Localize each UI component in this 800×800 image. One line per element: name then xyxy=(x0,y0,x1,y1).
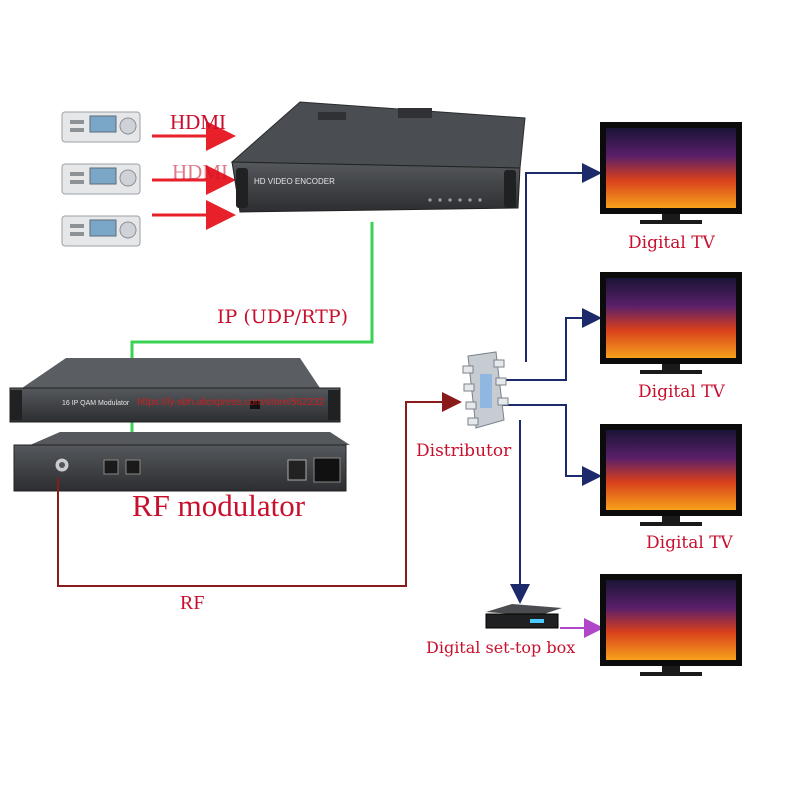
encoder-faceplate-label: HD VIDEO ENCODER xyxy=(254,177,335,186)
set-top-box-icon xyxy=(485,604,562,629)
encoder-to-tv-line xyxy=(525,163,602,190)
rf-modulator-label: RF modulator xyxy=(132,488,306,523)
tv-3 xyxy=(600,424,742,526)
modulator-faceplate-label: 16 IP QAM Modulator xyxy=(62,400,130,407)
tv-4 xyxy=(600,574,742,676)
watermark: https://ly-sbh.aliexpress.com/store/5622… xyxy=(137,397,325,408)
modulator-rear-unit xyxy=(13,432,350,492)
source-receiver-3 xyxy=(61,215,141,247)
tv-3-label: Digital TV xyxy=(646,533,733,553)
ip-link-label: IP (UDP/RTP) xyxy=(217,306,349,328)
hdmi-label-1: HDMI xyxy=(170,110,226,134)
modulator-top-unit xyxy=(9,358,341,423)
rf-splitter-icon xyxy=(462,351,509,429)
source-receiver-2 xyxy=(61,163,141,195)
ip-link-line xyxy=(117,222,374,477)
distributor-label: Distributor xyxy=(416,441,512,461)
hd-video-encoder xyxy=(230,101,526,213)
source-receiver-1 xyxy=(61,111,141,143)
hdmi-label-2: HDMI xyxy=(172,160,228,184)
tv-1-label: Digital TV xyxy=(628,233,715,253)
set-top-box-label: Digital set-top box xyxy=(426,638,576,657)
tv-1 xyxy=(600,122,742,224)
dist-to-tv3-line xyxy=(492,404,602,486)
tv-2-label: Digital TV xyxy=(638,382,725,402)
rf-link-label: RF xyxy=(180,592,205,614)
tv-2 xyxy=(600,272,742,374)
dist-to-tv2-line xyxy=(492,308,602,381)
rf-link-line xyxy=(57,392,462,587)
